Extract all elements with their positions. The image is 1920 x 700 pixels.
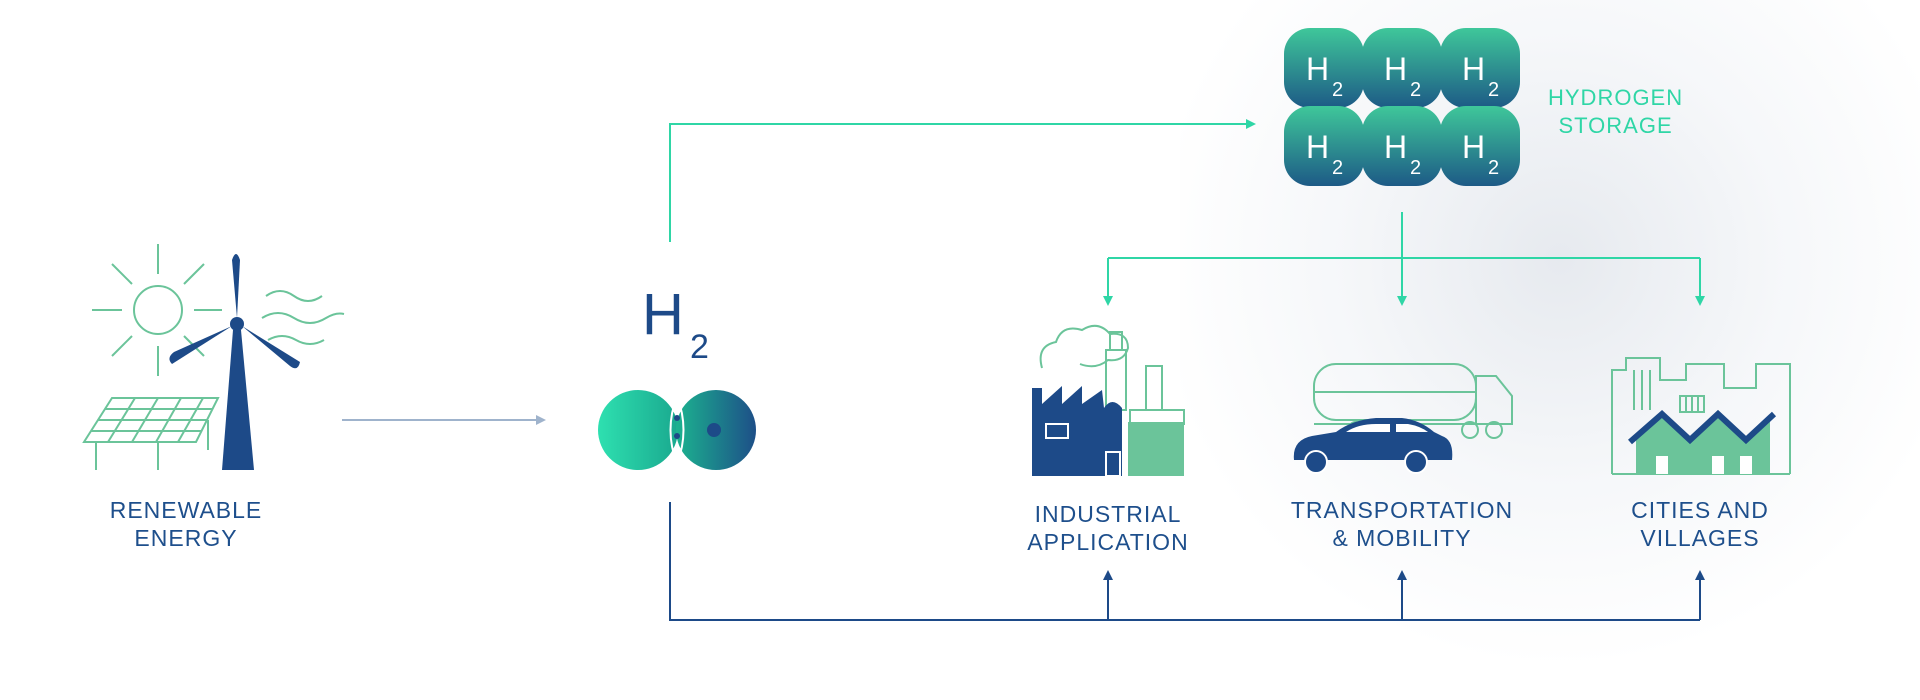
storage-tank-subscript: 2 <box>1410 157 1421 179</box>
storage-tank-subscript: 2 <box>1488 79 1499 101</box>
storage-tank-6: H 2 <box>1440 106 1520 186</box>
factory-icon <box>1032 324 1185 477</box>
storage-tank-letter: H <box>1462 51 1485 87</box>
industrial-application-label-line2: APPLICATION <box>1027 529 1189 555</box>
transportation-mobility-label: TRANSPORTATION & MOBILITY <box>1272 496 1532 552</box>
wind-turbine-icon <box>169 254 300 470</box>
storage-tank-letter: H <box>1306 129 1329 165</box>
storage-tank-subscript: 2 <box>1488 157 1499 179</box>
storage-tank-2: H 2 <box>1362 28 1442 108</box>
car-icon <box>1293 418 1453 474</box>
storage-distribution-arrows <box>1103 212 1705 306</box>
storage-tank-4: H 2 <box>1284 106 1364 186</box>
renewable-energy-label-line2: ENERGY <box>134 525 238 551</box>
cities-villages-label: CITIES AND VILLAGES <box>1600 496 1800 552</box>
h2-symbol-subscript: 2 <box>690 328 709 366</box>
h2-symbol-letter: H <box>642 282 684 347</box>
industrial-application-label-line1: INDUSTRIAL <box>1034 501 1182 527</box>
storage-tank-letter: H <box>1384 129 1407 165</box>
transportation-mobility-label-line1: TRANSPORTATION <box>1290 497 1514 523</box>
houses-icon <box>1611 357 1791 475</box>
arrow-h2-to-storage <box>669 119 1256 242</box>
h2-direct-supply-arrows <box>669 502 1705 621</box>
hydrogen-storage-label: HYDROGEN STORAGE <box>1548 84 1683 140</box>
h2-storage-tanks-icon: H 2 H 2 H 2 H 2 H 2 H 2 <box>1284 28 1520 186</box>
storage-tank-subscript: 2 <box>1332 157 1343 179</box>
h2-molecule-icon <box>598 390 756 470</box>
storage-tank-letter: H <box>1462 129 1485 165</box>
storage-tank-subscript: 2 <box>1410 79 1421 101</box>
storage-tank-subscript: 2 <box>1332 79 1343 101</box>
cities-villages-label-line2: VILLAGES <box>1640 525 1760 551</box>
hydrogen-storage-label-line1: HYDROGEN <box>1548 85 1684 110</box>
industrial-application-label: INDUSTRIAL APPLICATION <box>998 500 1218 556</box>
storage-tank-5: H 2 <box>1362 106 1442 186</box>
solar-panel-icon <box>82 397 220 470</box>
sun-icon <box>92 244 222 376</box>
storage-tank-1: H 2 <box>1284 28 1364 108</box>
renewable-energy-label: RENEWABLE ENERGY <box>96 496 276 552</box>
renewable-energy-label-line1: RENEWABLE <box>109 497 263 523</box>
wind-waves-icon <box>261 290 345 345</box>
storage-tank-3: H 2 <box>1440 28 1520 108</box>
storage-tank-letter: H <box>1384 51 1407 87</box>
hydrogen-storage-label-line2: STORAGE <box>1558 113 1673 138</box>
h2-symbol: H 2 <box>642 282 709 366</box>
storage-tank-letter: H <box>1306 51 1329 87</box>
cities-villages-label-line1: CITIES AND <box>1631 497 1769 523</box>
transportation-mobility-label-line2: & MOBILITY <box>1332 525 1472 551</box>
